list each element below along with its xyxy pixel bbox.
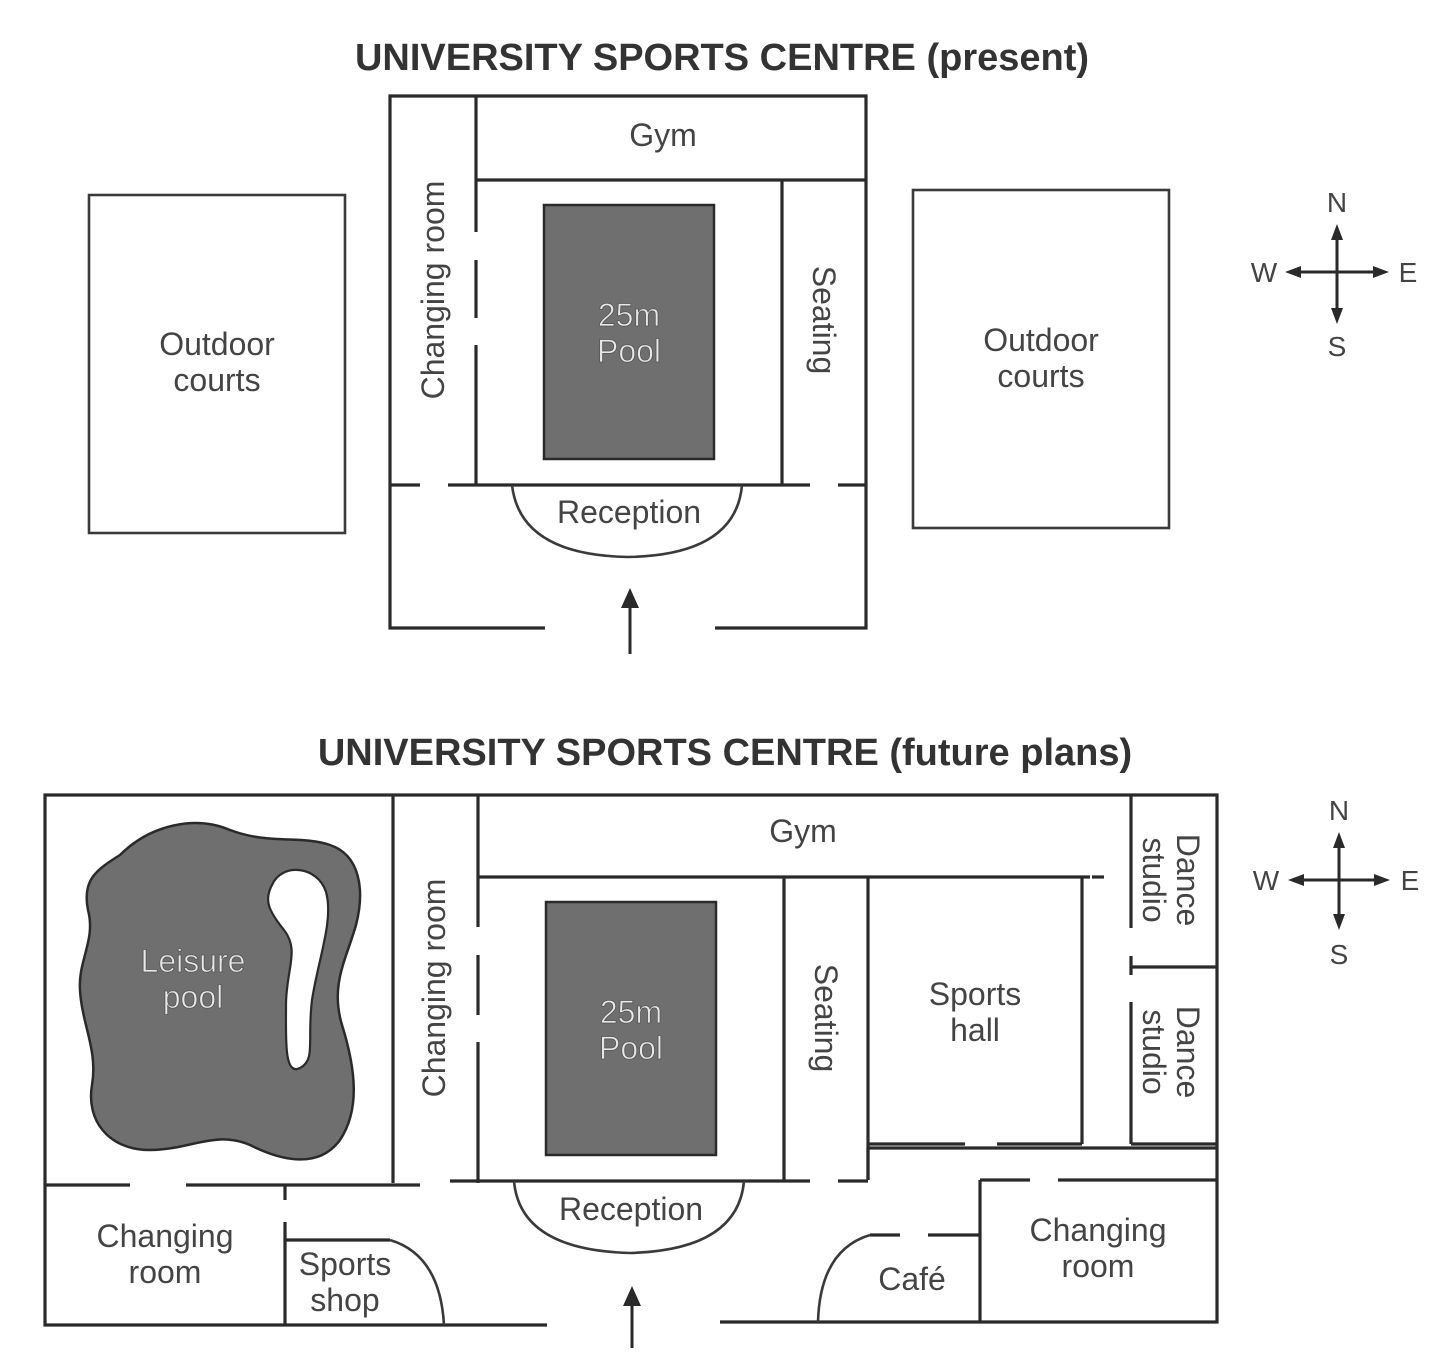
sports-shop-label-1: Sports xyxy=(299,1246,391,1282)
present-reception-label: Reception xyxy=(557,494,701,530)
outdoor-courts-east xyxy=(911,188,1171,530)
future-map: UNIVERSITY SPORTS CENTRE (future plans) xyxy=(43,732,1420,1348)
present-compass-s: S xyxy=(1328,331,1347,362)
present-title: UNIVERSITY SPORTS CENTRE (present) xyxy=(355,37,1089,79)
future-compass-e: E xyxy=(1401,865,1420,896)
outdoor-courts-east-label-2: courts xyxy=(997,358,1084,394)
present-reception-desk xyxy=(510,484,744,559)
future-gym-label: Gym xyxy=(769,813,837,849)
sports-hall-label-2: hall xyxy=(950,1012,1000,1048)
dance-studio-north-label-2: studio xyxy=(1136,837,1172,922)
future-entrance-arrow xyxy=(623,1286,641,1348)
dance-studio-north-label-1: Dance xyxy=(1170,834,1206,927)
cafe-counter xyxy=(816,1233,871,1323)
present-pool-label-1: 25m xyxy=(598,297,660,333)
outdoor-courts-west-label-2: courts xyxy=(173,362,260,398)
leisure-pool-label-2: pool xyxy=(163,979,224,1015)
sports-shop-label-2: shop xyxy=(310,1282,379,1318)
present-gym-label: Gym xyxy=(629,117,697,153)
changing-room-se-label-2: room xyxy=(1062,1248,1135,1284)
present-map: UNIVERSITY SPORTS CENTRE (present) Outdo… xyxy=(87,37,1418,654)
future-seating-label: Seating xyxy=(808,964,844,1073)
sports-hall-label-1: Sports xyxy=(929,976,1021,1012)
outdoor-courts-west-label-1: Outdoor xyxy=(159,326,275,362)
present-changing-room-label: Changing room xyxy=(415,181,451,400)
present-25m-pool xyxy=(542,203,716,461)
future-compass-n: N xyxy=(1329,795,1349,826)
leisure-pool-island xyxy=(266,868,330,1071)
present-pool-label-2: Pool xyxy=(597,333,661,369)
present-entrance-arrow xyxy=(621,588,639,654)
future-reception-desk xyxy=(512,1180,746,1255)
dance-studio-south-label-2: studio xyxy=(1136,1009,1172,1094)
present-compass-n: N xyxy=(1327,187,1347,218)
changing-room-sw-label-2: room xyxy=(129,1254,202,1290)
present-building-walls xyxy=(388,94,868,630)
future-compass: N S E W xyxy=(1253,795,1420,970)
future-changing-room-label: Changing room xyxy=(416,879,452,1098)
future-pool-label-2: Pool xyxy=(599,1030,663,1066)
outdoor-courts-east-label-1: Outdoor xyxy=(983,322,1099,358)
cafe-label: Café xyxy=(878,1261,946,1297)
outdoor-courts-west xyxy=(87,193,347,535)
future-building-walls xyxy=(43,793,1219,1327)
future-reception-label: Reception xyxy=(559,1191,703,1227)
leisure-pool-label-1: Leisure xyxy=(141,943,246,979)
present-seating-label: Seating xyxy=(806,266,842,375)
changing-room-sw-label-1: Changing xyxy=(97,1218,234,1254)
dance-studio-south-label-1: Dance xyxy=(1170,1006,1206,1099)
future-pool-label-1: 25m xyxy=(600,994,662,1030)
future-compass-w: W xyxy=(1253,865,1280,896)
present-compass: N S E W xyxy=(1251,187,1418,362)
future-title: UNIVERSITY SPORTS CENTRE (future plans) xyxy=(318,732,1132,774)
present-compass-w: W xyxy=(1251,257,1278,288)
future-25m-pool xyxy=(544,900,718,1157)
changing-room-se-label-1: Changing xyxy=(1030,1212,1167,1248)
present-compass-e: E xyxy=(1399,257,1418,288)
future-compass-s: S xyxy=(1330,939,1349,970)
sports-shop-counter xyxy=(389,1238,446,1326)
